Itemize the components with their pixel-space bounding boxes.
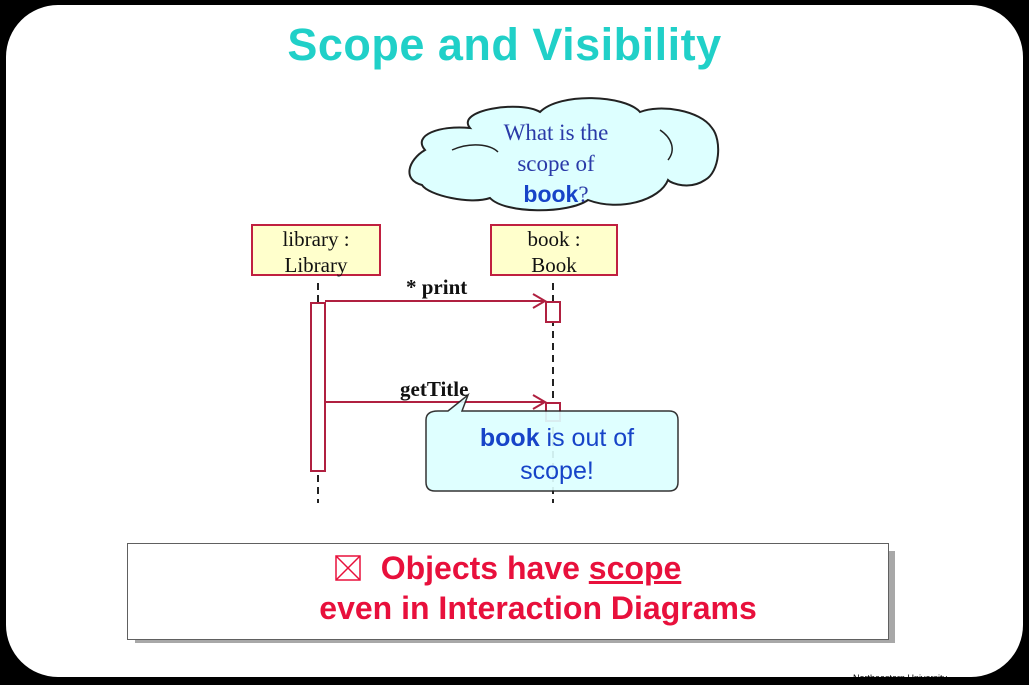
thought-cloud bbox=[408, 97, 720, 212]
cloud-line2: scope of bbox=[517, 151, 595, 176]
cloud-text: What is the scope of book? bbox=[476, 117, 636, 210]
cloud-tail: ? bbox=[578, 182, 589, 207]
x-bullet-icon bbox=[334, 555, 361, 581]
message-gettitle-arrow bbox=[325, 394, 547, 410]
object-book-line2: Book bbox=[531, 253, 577, 277]
footer-text: Northeastern University bbox=[852, 673, 947, 683]
statement-scope: scope bbox=[588, 550, 682, 586]
object-book: book : Book bbox=[490, 224, 618, 277]
cloud-emph: book bbox=[523, 181, 579, 207]
callout-text: book is out of scope! bbox=[432, 422, 682, 488]
statement-line1: Objects have scope bbox=[128, 550, 888, 587]
cloud-line1: What is the bbox=[503, 120, 609, 145]
activation-library bbox=[310, 302, 326, 472]
diagram bbox=[310, 97, 720, 503]
callout-rest: is out of bbox=[539, 424, 635, 452]
statement-box: Objects have scope even in Interaction D… bbox=[127, 543, 889, 640]
object-library-line2: Library bbox=[284, 253, 348, 277]
callout-line2: scope! bbox=[520, 457, 594, 485]
message-print-label: * print bbox=[406, 275, 468, 299]
callout-emph: book bbox=[479, 424, 540, 452]
object-book-line1: book : bbox=[527, 227, 581, 251]
cloud-line3: book? bbox=[476, 179, 636, 210]
slide-title: Scope and Visibility bbox=[287, 19, 722, 70]
object-library-line1: library : bbox=[282, 227, 350, 251]
object-library: library : Library bbox=[251, 224, 381, 277]
callout-bubble bbox=[425, 392, 679, 492]
activation-book-print bbox=[545, 301, 561, 323]
message-print-arrow bbox=[325, 293, 547, 309]
statement-line2: even in Interaction Diagrams bbox=[319, 590, 757, 626]
statement-prefix: Objects have bbox=[380, 550, 589, 586]
callout-line1: book is out of bbox=[432, 422, 682, 455]
message-gettitle-label: getTitle bbox=[400, 377, 469, 401]
